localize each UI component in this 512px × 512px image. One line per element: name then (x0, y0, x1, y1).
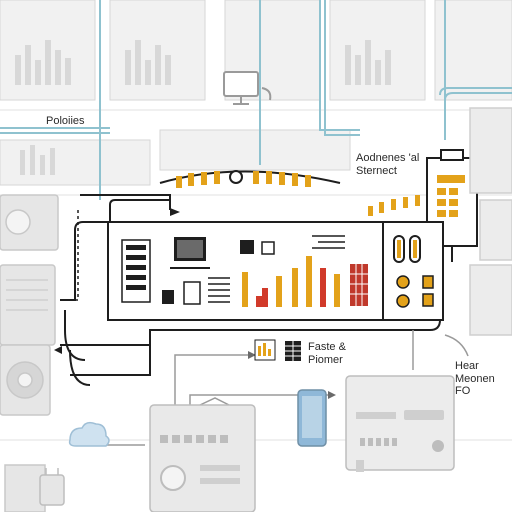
indicator-strip-top (159, 170, 341, 188)
right-devices (469, 107, 512, 336)
plug-icon (39, 468, 65, 506)
chart-mini-icon (254, 339, 276, 361)
dashed-link (60, 210, 79, 301)
label-left: Poloiies (46, 115, 85, 127)
label-top-right: Aodnenes 'al Sternect (356, 152, 420, 177)
label-right: Hear Meonen FO (455, 360, 495, 398)
bottom-right-device (345, 375, 455, 472)
wiring-arrows (54, 208, 180, 354)
panel-bar-chart (242, 256, 340, 307)
teal-pipes (0, 0, 512, 200)
background-bars (15, 40, 391, 175)
lower-arrows (248, 351, 336, 399)
right-lower-line (444, 334, 469, 357)
left-devices (0, 194, 59, 512)
bottom-center-device (149, 404, 256, 512)
control-unit (426, 149, 478, 262)
tablet-icon (297, 389, 327, 447)
monitor-icon (223, 71, 272, 105)
grid-mini-icon (285, 341, 301, 361)
panel-grid-block (350, 264, 368, 306)
cloud-icon (68, 421, 110, 447)
main-dashboard-panel (107, 221, 444, 321)
label-center: Faste & Piomer (308, 341, 346, 366)
indicator-strip-right (368, 195, 420, 216)
